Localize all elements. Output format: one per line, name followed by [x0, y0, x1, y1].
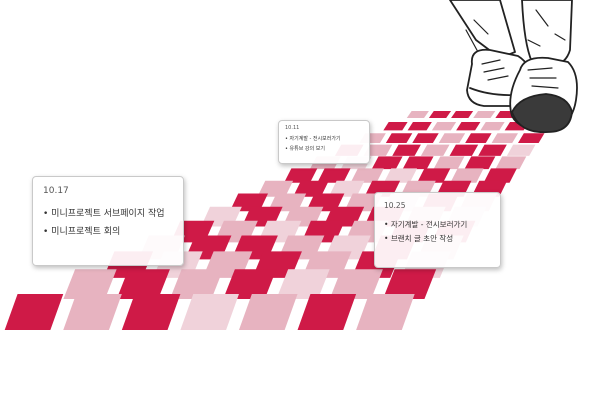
calendar-tile: [465, 133, 492, 143]
calendar-tile: [433, 156, 465, 170]
note-items: 미니프로젝트 서브페이지 작업 미니프로젝트 회의: [43, 205, 173, 241]
note-item: 자기계발 - 전시보러가기: [285, 134, 363, 144]
note-items: 자기계발 - 전시보러가기 브랜치 글 초안 작성: [384, 218, 491, 246]
calendar-tile: [383, 121, 408, 131]
calendar-tile: [450, 168, 484, 183]
calendar-tile: [473, 111, 496, 118]
calendar-tile: [464, 156, 496, 170]
walking-person-icon: [449, 0, 578, 134]
calendar-tile: [4, 294, 64, 330]
calendar-tile: [363, 144, 393, 156]
calendar-tile: [63, 294, 122, 330]
calendar-tile-path: [4, 111, 562, 330]
calendar-tile: [392, 144, 421, 156]
calendar-tile: [518, 133, 545, 143]
note-item: 브랜치 글 초안 작성: [384, 232, 491, 246]
calendar-tile: [420, 144, 450, 156]
calendar-tile: [483, 168, 517, 183]
calendar-tile: [382, 269, 437, 300]
calendar-tile: [329, 269, 383, 300]
calendar-tile: [406, 111, 429, 118]
calendar-tile: [407, 121, 432, 131]
calendar-tile: [257, 180, 294, 197]
calendar-tile: [402, 156, 434, 170]
calendar-tile: [121, 294, 181, 330]
note-date: 10.17: [43, 186, 69, 196]
schedule-note-1011: 10.11 자기계발 - 전시보러가기 유튜브 강의 보기: [278, 120, 370, 164]
calendar-tile: [506, 144, 536, 156]
calendar-tile: [297, 294, 357, 330]
calendar-tile: [317, 168, 351, 183]
calendar-tile: [238, 294, 298, 330]
calendar-tile: [478, 144, 507, 156]
calendar-tile: [431, 121, 457, 131]
calendar-tile: [385, 133, 413, 143]
calendar-tile: [116, 269, 170, 300]
note-date: 10.25: [384, 201, 406, 210]
note-item: 자기계발 - 전시보러가기: [384, 218, 491, 232]
calendar-tile: [180, 294, 239, 330]
calendar-tile: [63, 269, 117, 300]
calendar-tile: [371, 156, 403, 170]
calendar-tile: [383, 168, 418, 183]
calendar-tile: [284, 168, 318, 183]
calendar-tile: [495, 156, 527, 170]
calendar-tile: [356, 294, 415, 330]
calendar-tile: [412, 133, 439, 143]
schedule-note-1025: 10.25 자기계발 - 전시보러가기 브랜치 글 초안 작성: [374, 192, 501, 268]
calendar-tile: [449, 144, 479, 156]
schedule-note-1017: 10.17 미니프로젝트 서브페이지 작업 미니프로젝트 회의: [32, 176, 184, 266]
calendar-tile: [223, 269, 277, 300]
calendar-tile: [169, 269, 224, 300]
note-items: 자기계발 - 전시보러가기 유튜브 강의 보기: [285, 134, 363, 154]
calendar-tile: [350, 168, 384, 183]
calendar-tile: [451, 111, 474, 118]
calendar-tile: [491, 133, 519, 143]
note-item: 미니프로젝트 회의: [43, 223, 173, 241]
calendar-tile: [428, 111, 452, 118]
calendar-tile: [456, 121, 481, 131]
note-date: 10.11: [285, 125, 300, 131]
calendar-tile: [293, 180, 329, 197]
calendar-tile: [438, 133, 466, 143]
calendar-tile: [417, 168, 451, 183]
note-item: 미니프로젝트 서브페이지 작업: [43, 205, 173, 223]
note-item: 유튜브 강의 보기: [285, 144, 363, 154]
calendar-tile: [328, 180, 365, 197]
calendar-tile: [480, 121, 505, 131]
calendar-tile: [276, 269, 330, 300]
